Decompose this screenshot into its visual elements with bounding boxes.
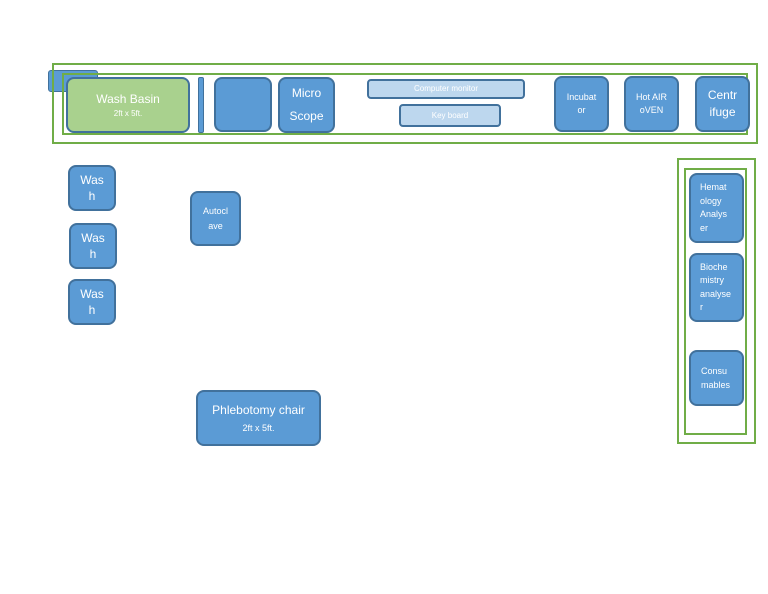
incubator[interactable]: Incubat or [554, 76, 609, 132]
phlebotomy-chair[interactable]: Phlebotomy chair 2ft x 5ft. [196, 390, 321, 446]
hematology-analyser[interactable]: Hemat ology Analys er [689, 173, 744, 243]
hematology-line1: Hemat [700, 182, 727, 192]
phlebotomy-chair-size: 2ft x 5ft. [242, 422, 275, 433]
wash-unit-2[interactable]: Was h [69, 223, 117, 269]
wash-unit-3-line1: Was [80, 286, 104, 301]
keyboard[interactable]: Key board [399, 104, 501, 127]
wash-unit-1-line2: h [88, 189, 96, 203]
computer-monitor-label: Computer monitor [413, 84, 479, 94]
biochemistry-line3: analyse [700, 288, 732, 299]
microscope[interactable]: Micro Scope [278, 77, 335, 133]
wash-basin[interactable]: Wash Basin 2ft x 5ft. [66, 77, 190, 133]
right-rack-inner-frame [684, 168, 747, 435]
centrifuge[interactable]: Centr ifuge [695, 76, 750, 132]
centrifuge-label-line2: ifuge [709, 105, 736, 119]
phlebotomy-chair-label: Phlebotomy chair [212, 403, 305, 418]
right-rack-outer-frame [677, 158, 756, 444]
hematology-line4: er [700, 222, 709, 233]
wash-basin-size: 2ft x 5ft. [113, 108, 143, 118]
hematology-line2: ology [700, 195, 722, 206]
incubator-label-line2: or [577, 105, 586, 115]
autoclave-label-line2: ave [208, 220, 223, 231]
biochemistry-analyser[interactable]: Bioche mistry analyse r [689, 253, 744, 322]
consumables-line1: Consu [701, 365, 728, 376]
computer-monitor[interactable]: Computer monitor [367, 79, 525, 99]
counter-divider [198, 77, 204, 133]
wash-unit-1-line1: Was [80, 172, 104, 187]
consumables[interactable]: Consu mables [689, 350, 744, 406]
wash-unit-2-line2: h [89, 247, 97, 261]
blank-unit[interactable] [214, 77, 272, 132]
centrifuge-label-line1: Centr [707, 87, 738, 102]
hot-air-oven[interactable]: Hot AIR oVEN [624, 76, 679, 132]
biochemistry-line2: mistry [700, 275, 724, 285]
biochemistry-line4: r [700, 302, 703, 312]
biochemistry-line1: Bioche [700, 261, 728, 272]
top-counter-outer-frame [52, 63, 758, 144]
wash-unit-3-line2: h [88, 303, 96, 317]
autoclave[interactable]: Autocl ave [190, 191, 241, 246]
autoclave-label-line1: Autocl [202, 206, 228, 217]
hematology-line3: Analys [700, 209, 728, 219]
wash-unit-3[interactable]: Was h [68, 279, 116, 325]
microscope-label-line2: Scope [289, 109, 324, 123]
consumables-line2: mables [701, 380, 731, 390]
hot-air-oven-label-line2: oVEN [639, 105, 664, 115]
hot-air-oven-label-line1: Hot AIR [635, 91, 667, 102]
keyboard-label: Key board [431, 110, 469, 120]
wash-basin-label: Wash Basin [96, 91, 160, 106]
microscope-label-line1: Micro [291, 86, 322, 101]
wash-unit-2-line1: Was [81, 230, 105, 245]
wash-unit-1[interactable]: Was h [68, 165, 116, 211]
incubator-label-line1: Incubat [566, 91, 597, 102]
